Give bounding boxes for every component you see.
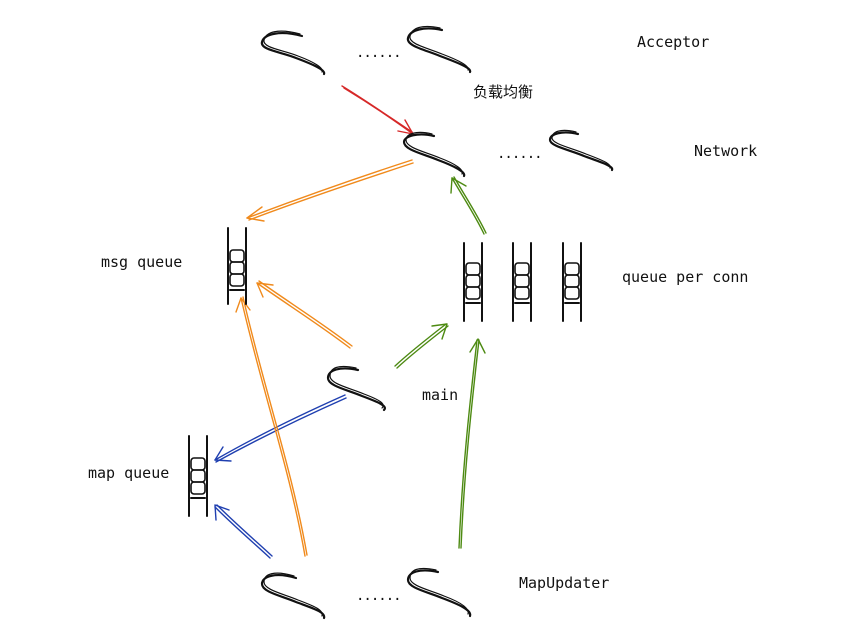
network-label: Network [694, 142, 757, 160]
acceptor-thread-1 [260, 30, 326, 76]
mapupdater-thread-2 [406, 567, 472, 618]
conn-queue-icon-3 [562, 242, 582, 322]
msg-queue-icon [227, 227, 247, 305]
mapupdater-thread-1 [260, 572, 326, 620]
arrow-mapupdater-to-map-queue [214, 504, 273, 559]
queue-per-conn-label: queue per conn [622, 268, 748, 286]
acceptor-ellipsis: ...... [356, 45, 401, 61]
conn-queue-icon-1 [463, 242, 483, 322]
arrow-mapupdater-to-msg-queue [235, 296, 308, 557]
mapupdater-label: MapUpdater [519, 574, 609, 592]
arrow-conn-queue-to-network [450, 176, 487, 235]
msg-queue-label: msg queue [101, 253, 182, 271]
arrow-mapupdater-to-conn-queue [458, 338, 486, 549]
network-ellipsis: ...... [497, 146, 542, 162]
main-label: main [422, 386, 458, 404]
arrow-acceptor-to-network [341, 85, 414, 135]
network-thread-1 [402, 131, 466, 178]
arrow-network-to-msg-queue [246, 159, 414, 222]
arrow-main-to-msg-queue [256, 280, 353, 349]
conn-queue-icon-2 [512, 242, 532, 322]
map-queue-label: map queue [88, 464, 169, 482]
arrow-main-to-conn-queue [394, 323, 449, 369]
acceptor-label: Acceptor [637, 33, 709, 51]
mapupdater-ellipsis: ...... [356, 588, 401, 604]
main-thread [326, 365, 386, 412]
load-balance-label: 负载均衡 [473, 83, 533, 101]
map-queue-icon [188, 435, 208, 517]
acceptor-thread-2 [406, 25, 472, 74]
arrow-main-to-map-queue [214, 394, 347, 463]
network-thread-2 [548, 129, 614, 172]
